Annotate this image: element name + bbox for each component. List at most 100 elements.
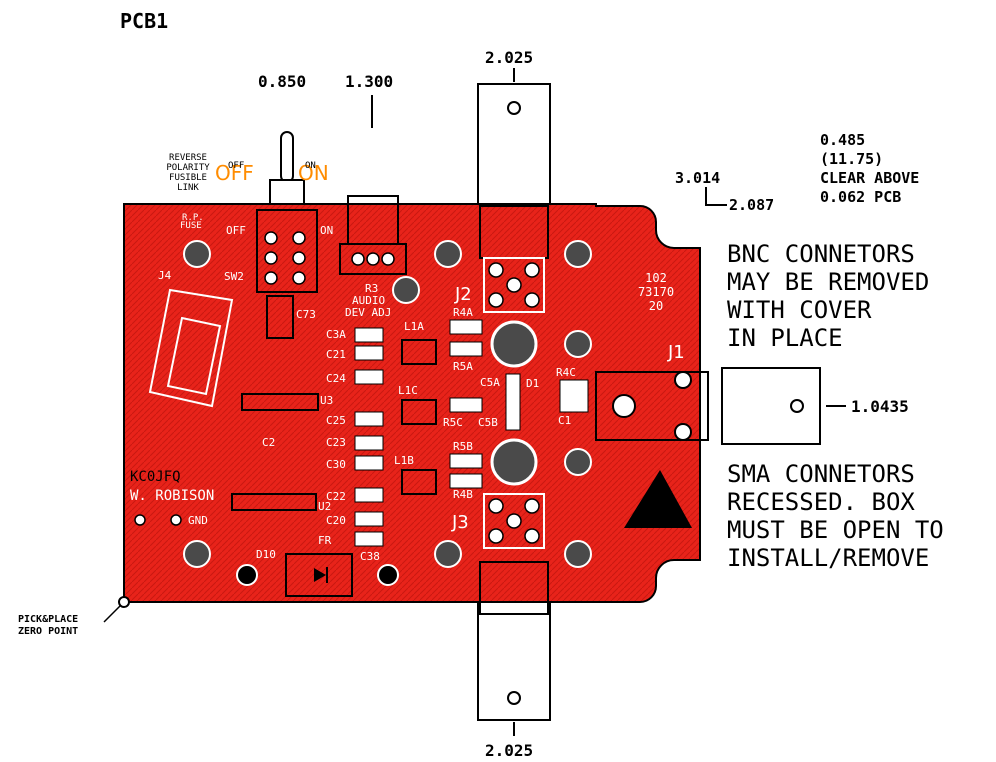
c22-body (354, 487, 384, 503)
u3-label: U3 (320, 394, 333, 407)
c24-label: C24 (326, 372, 346, 385)
c5a-label: C5A (480, 376, 500, 389)
c73-label: C73 (296, 308, 316, 321)
j1-pin-b (674, 423, 692, 441)
zero-point-marker (118, 596, 130, 608)
dim-0850: 0.850 (258, 72, 306, 91)
c73-outline (266, 295, 294, 339)
j2-footprint (483, 257, 545, 313)
sma-top-hole (507, 101, 521, 115)
sw2-pin (292, 251, 306, 265)
sma-note-3: MUST BE OPEN TO (727, 516, 944, 544)
j3-pad (524, 498, 540, 514)
test-point (170, 514, 182, 526)
pickplace-1: PICK&PLACE (18, 614, 78, 625)
mount-hole (392, 276, 420, 304)
sma-center-hole-top (490, 320, 538, 368)
j3-pad (524, 528, 540, 544)
mount-hole (183, 240, 211, 268)
sw2-pin (264, 271, 278, 285)
sma-note-4: INSTALL/REMOVE (727, 544, 929, 572)
j4-outline (148, 288, 234, 408)
partno-3: 20 (649, 299, 663, 313)
r5c-body (449, 397, 483, 413)
fuse-line-1: REVERSE (169, 153, 207, 163)
r4b-label: R4B (453, 488, 473, 501)
d10-pad (236, 564, 258, 586)
j3-footprint (483, 493, 545, 549)
sw2-outline (256, 209, 318, 293)
d1-label: D1 (526, 377, 539, 390)
bnc-body (721, 367, 821, 445)
fuse-line-3: FUSIBLE (169, 173, 207, 183)
test-point (134, 514, 146, 526)
dim-10435: 1.0435 (851, 397, 909, 416)
c24-body (354, 369, 384, 385)
r3-pin (366, 252, 380, 266)
c3a-label: C3A (326, 328, 346, 341)
switch-small-on: ON (305, 161, 316, 171)
page-title: PCB1 (120, 9, 168, 33)
sw2-label: SW2 (224, 270, 244, 283)
j3-shield (479, 561, 549, 615)
off-label: OFF (226, 224, 246, 237)
r4a-label: R4A (453, 306, 473, 319)
mount-hole (564, 540, 592, 568)
j4-inner (166, 316, 222, 396)
c5b-label: C5B (478, 416, 498, 429)
c38-label: C38 (360, 550, 380, 563)
fuse-line-2: POLARITY (166, 163, 210, 173)
mount-hole (564, 330, 592, 358)
c38-body (354, 531, 384, 547)
c20-label: C20 (326, 514, 346, 527)
dim-3014: 3.014 (675, 169, 720, 187)
r5a-label: R5A (453, 360, 473, 373)
l1b-body (401, 469, 437, 495)
dim-2087: 2.087 (729, 196, 774, 214)
cap-column (354, 327, 384, 547)
c21-label: C21 (326, 348, 346, 361)
mount-hole (564, 448, 592, 476)
c23-body (354, 435, 384, 451)
j2-center-pad (506, 277, 522, 293)
zero-point-leader (103, 605, 121, 623)
c25-body (354, 411, 384, 427)
author: W. ROBISON (130, 488, 214, 504)
sma-note-2: RECESSED. BOX (727, 488, 915, 516)
clearance-1: 0.485 (820, 131, 865, 149)
mount-hole (434, 540, 462, 568)
partno-1: 102 (645, 271, 667, 285)
l1a-body (401, 339, 437, 365)
dim-2025-top: 2.025 (485, 48, 533, 67)
c2-label: C2 (262, 436, 275, 449)
j1-center-pin (612, 394, 636, 418)
bnc-hole (790, 399, 804, 413)
bnc-note-2: MAY BE REMOVED (727, 268, 929, 296)
c1-label: C1 (558, 414, 571, 427)
fr-label: FR (318, 534, 332, 547)
rp-fuse-2: FUSE (180, 221, 202, 231)
switch-on-label: ON (298, 161, 329, 185)
j3-pad (488, 528, 504, 544)
j3-pad (488, 498, 504, 514)
esd-warning-icon (624, 470, 692, 528)
r5b-label: R5B (453, 440, 473, 453)
j2-pad (488, 292, 504, 308)
j2-pad (524, 292, 540, 308)
j2-pad (488, 262, 504, 278)
sw2-pin (264, 231, 278, 245)
j4-label: J4 (158, 269, 172, 282)
audio-label: AUDIO (352, 294, 385, 307)
r3-pin (381, 252, 395, 266)
c20-body (354, 511, 384, 527)
mount-hole (434, 240, 462, 268)
r5b-body (449, 453, 483, 469)
d10-pad (377, 564, 399, 586)
c30-body (354, 455, 384, 471)
callsign: KC0JFQ (130, 469, 181, 485)
j2-pad (524, 262, 540, 278)
r3-pin (351, 252, 365, 266)
clearance-4: 0.062 PCB (820, 188, 901, 206)
